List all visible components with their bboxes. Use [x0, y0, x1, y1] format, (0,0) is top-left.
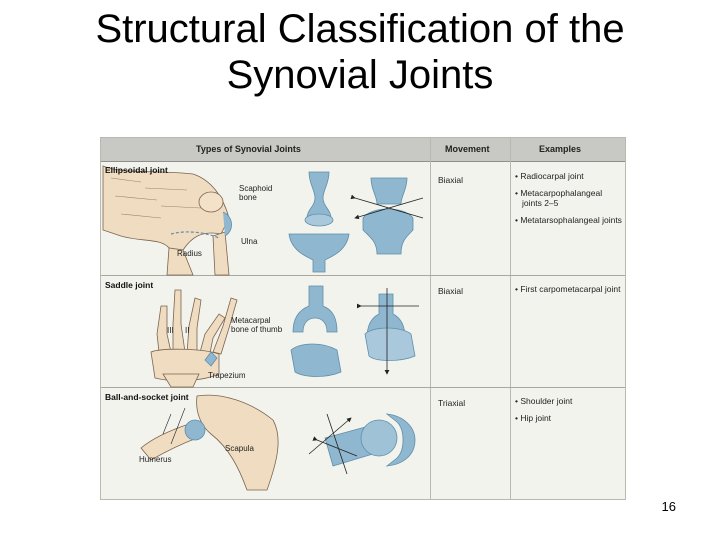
- examples-saddle: • First carpometacarpal joint: [515, 284, 623, 301]
- annotation-scaphoid: Scaphoid bone: [239, 184, 273, 202]
- shoulder-bones-illustration: [140, 394, 279, 491]
- annotation-digit-ii: II: [185, 326, 190, 335]
- slide-title-line-2: Synovial Joints: [226, 53, 494, 97]
- header-examples: Examples: [539, 144, 582, 154]
- row-divider-2: [101, 387, 625, 388]
- slide-title: Structural Classification of the Synovia…: [0, 6, 720, 98]
- movement-ellipsoidal: Biaxial: [438, 175, 464, 185]
- annotation-digit-iii: III: [167, 326, 174, 335]
- column-divider-examples: [510, 138, 511, 499]
- example-item: • Hip joint: [515, 413, 552, 423]
- movement-saddle: Biaxial: [438, 286, 464, 296]
- ellipsoid-joint-model: [288, 171, 424, 273]
- synovial-joints-figure: Types of Synovial Joints Movement Exampl…: [100, 137, 626, 500]
- example-item: • First carpometacarpal joint: [515, 284, 621, 294]
- annotation-metacarpal: Metacarpal bone of thumb: [231, 316, 283, 334]
- row-divider-1: [101, 275, 625, 276]
- annotation-trapezium: Trapezium: [208, 371, 246, 380]
- ball-and-socket-model: [308, 414, 416, 475]
- example-item: • Radiocarpal joint: [515, 171, 584, 181]
- joint-illustrations: [102, 165, 424, 491]
- page-number: 16: [661, 499, 676, 514]
- column-divider-movement: [430, 138, 431, 499]
- annotation-radius: Radius: [177, 249, 202, 258]
- header-types: Types of Synovial Joints: [196, 144, 301, 154]
- row-label-ball-and-socket: Ball-and-socket joint: [105, 392, 189, 402]
- example-item: • Metacarpophalangeal joints 2–5: [515, 188, 603, 208]
- saddle-joint-model: [290, 285, 419, 377]
- annotation-humerus: Humerus: [139, 455, 172, 464]
- movement-ball-and-socket: Triaxial: [438, 398, 466, 408]
- examples-ball-and-socket: • Shoulder joint • Hip joint: [515, 396, 623, 430]
- table-header: Types of Synovial Joints Movement Exampl…: [101, 138, 625, 162]
- row-label-saddle: Saddle joint: [105, 280, 154, 290]
- examples-ellipsoidal: • Radiocarpal joint • Metacarpophalangea…: [515, 171, 623, 232]
- slide-title-line-1: Structural Classification of the: [95, 7, 625, 51]
- example-item: • Metatarsophalangeal joints: [515, 215, 622, 225]
- example-item: • Shoulder joint: [515, 396, 573, 406]
- annotation-ulna: Ulna: [241, 237, 258, 246]
- header-movement: Movement: [445, 144, 490, 154]
- annotation-scapula: Scapula: [225, 444, 254, 453]
- wrist-bones-illustration: [102, 165, 232, 276]
- row-label-ellipsoidal: Ellipsoidal joint: [105, 165, 168, 175]
- hand-bones-illustration: [150, 289, 238, 388]
